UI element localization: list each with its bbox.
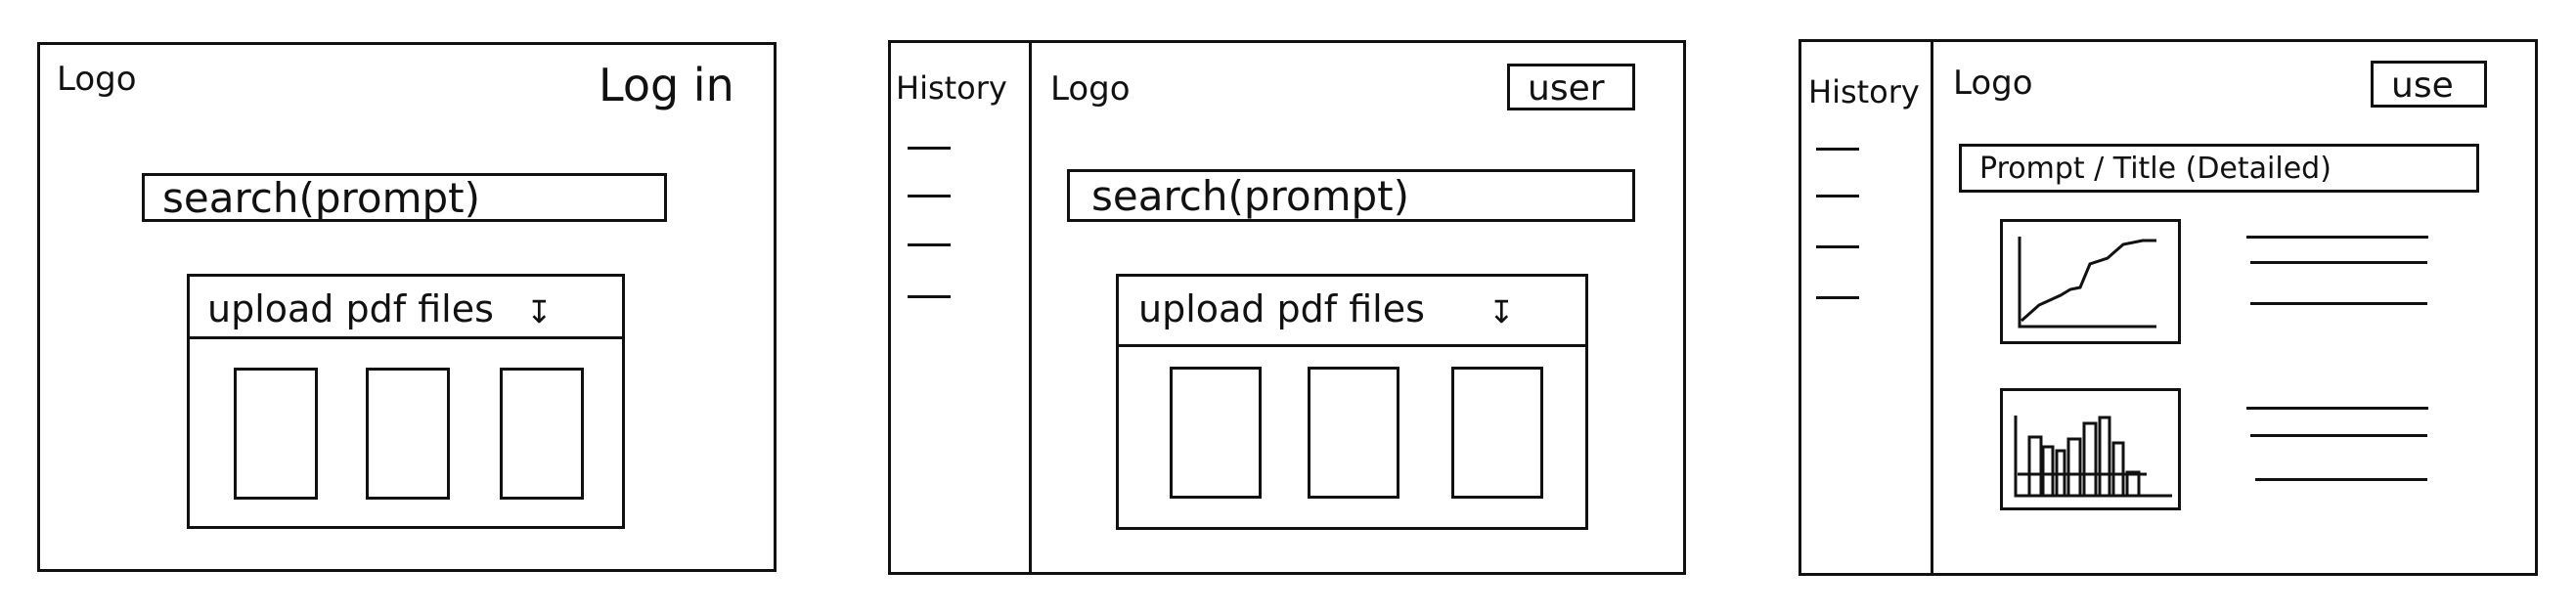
sidebar-divider [1931, 39, 1933, 576]
text-line [2255, 478, 2427, 481]
bar-chart-icon [2014, 416, 2172, 498]
upload-panel[interactable]: upload pdf files ↧ [187, 274, 625, 529]
history-item[interactable] [908, 295, 951, 298]
history-item[interactable] [1816, 296, 1859, 299]
search-input[interactable]: search(prompt) [1067, 169, 1635, 222]
upload-panel[interactable]: upload pdf files ↧ [1116, 274, 1588, 530]
file-thumbnail[interactable] [234, 368, 318, 500]
file-thumbnail[interactable] [1170, 367, 1262, 499]
text-line [2250, 261, 2427, 264]
text-line [2250, 302, 2427, 305]
user-label: user [1528, 68, 1605, 109]
history-item[interactable] [908, 147, 951, 150]
upload-divider [187, 336, 625, 339]
text-line [2250, 434, 2427, 437]
file-thumbnail[interactable] [1308, 367, 1399, 499]
logo: Logo [1953, 64, 2033, 103]
user-button[interactable]: use [2371, 61, 2487, 108]
result-chart-card[interactable] [2000, 388, 2181, 510]
sidebar-title: History [1808, 73, 1920, 110]
history-item[interactable] [908, 195, 951, 197]
history-item[interactable] [1816, 195, 1859, 197]
user-button[interactable]: user [1507, 64, 1635, 110]
upload-divider [1116, 344, 1588, 347]
line-chart-icon [2018, 237, 2156, 329]
search-placeholder: search(prompt) [162, 174, 481, 222]
sidebar-divider [1029, 40, 1032, 575]
prompt-title-text: Prompt / Title (Detailed) [1979, 152, 2332, 186]
file-thumbnail[interactable] [366, 368, 450, 500]
file-thumbnail[interactable] [500, 368, 584, 500]
user-label: use [2391, 66, 2454, 106]
history-item[interactable] [908, 243, 951, 246]
history-item[interactable] [1816, 245, 1859, 248]
search-placeholder: search(prompt) [1091, 172, 1410, 220]
text-line [2246, 407, 2428, 410]
logo: Logo [1050, 69, 1131, 109]
logo: Logo [57, 60, 137, 99]
history-item[interactable] [1816, 148, 1859, 151]
result-chart-card[interactable] [2000, 219, 2181, 344]
sidebar-title: History [896, 69, 1007, 107]
upload-title: upload pdf files [207, 287, 494, 330]
text-line [2246, 236, 2428, 239]
upload-title: upload pdf files [1138, 287, 1425, 330]
file-thumbnail[interactable] [1451, 367, 1543, 499]
download-arrow-icon: ↧ [1488, 293, 1515, 330]
prompt-title-bar: Prompt / Title (Detailed) [1959, 144, 2479, 193]
search-input[interactable]: search(prompt) [142, 173, 667, 222]
login-link[interactable]: Log in [599, 59, 734, 111]
download-arrow-icon: ↧ [526, 293, 553, 330]
